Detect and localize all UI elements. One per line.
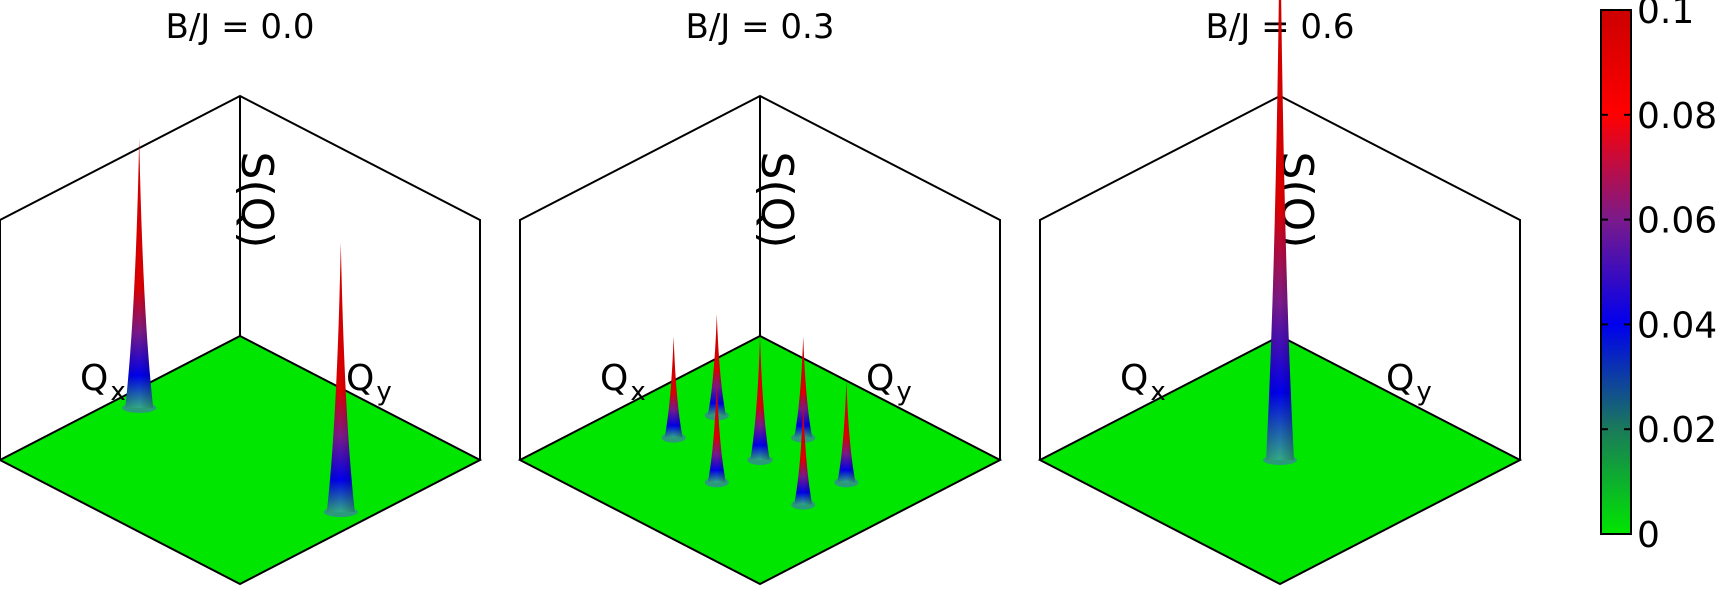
peak-shading: [326, 242, 355, 513]
floor-surface: [0, 334, 483, 586]
colorbar-tick-label: 0.04: [1637, 305, 1717, 346]
yaxis-label-sub: y: [376, 377, 391, 407]
peak-shading: [794, 403, 813, 505]
colorbar-tick-label: 0: [1637, 515, 1660, 556]
peak-shading: [750, 336, 770, 460]
peak-shading: [794, 336, 813, 438]
xaxis-label: Qx: [600, 358, 646, 407]
xaxis-label-sub: x: [630, 377, 645, 407]
zaxis-label: S(Q): [231, 152, 282, 249]
xaxis-label-sub: x: [110, 377, 125, 407]
peak: [704, 381, 729, 488]
peak-shading: [125, 137, 154, 408]
panel-title: B/J = 0.0: [166, 7, 315, 47]
xaxis-label-sub: x: [1150, 377, 1165, 407]
peak: [791, 336, 816, 443]
colorbar-ticks: 0 0.02 0.04 0.06 0.08 0.1: [1601, 0, 1717, 556]
panel-title: B/J = 0.3: [686, 7, 835, 47]
colorbar-tick-label: 0.02: [1637, 410, 1717, 451]
peak: [704, 314, 729, 421]
peak-shading: [664, 336, 683, 438]
peak-shading: [1266, 0, 1294, 460]
yaxis-label-sub: y: [896, 377, 911, 407]
peak-shading: [707, 381, 726, 483]
peak-shading: [707, 314, 726, 416]
peak: [661, 336, 686, 443]
colorbar-tick-label: 0.1: [1637, 0, 1694, 32]
colorbar-tick-label: 0.08: [1637, 96, 1717, 137]
zaxis-label: S(Q): [751, 152, 802, 249]
xaxis-label: Qx: [80, 358, 126, 407]
peak: [122, 137, 157, 413]
peak: [1263, 0, 1297, 465]
colorbar: 0 0.02 0.04 0.06 0.08 0.1: [1600, 0, 1717, 556]
peak-shading: [837, 381, 856, 483]
peak: [791, 403, 816, 510]
peak: [747, 336, 773, 465]
xaxis-label: Qx: [1120, 358, 1166, 407]
peak: [834, 381, 859, 488]
peak: [323, 242, 358, 518]
colorbar-tick-label: 0.06: [1637, 201, 1717, 242]
colorbar-gradient: [1600, 9, 1632, 535]
yaxis-label-sub: y: [1416, 377, 1431, 407]
